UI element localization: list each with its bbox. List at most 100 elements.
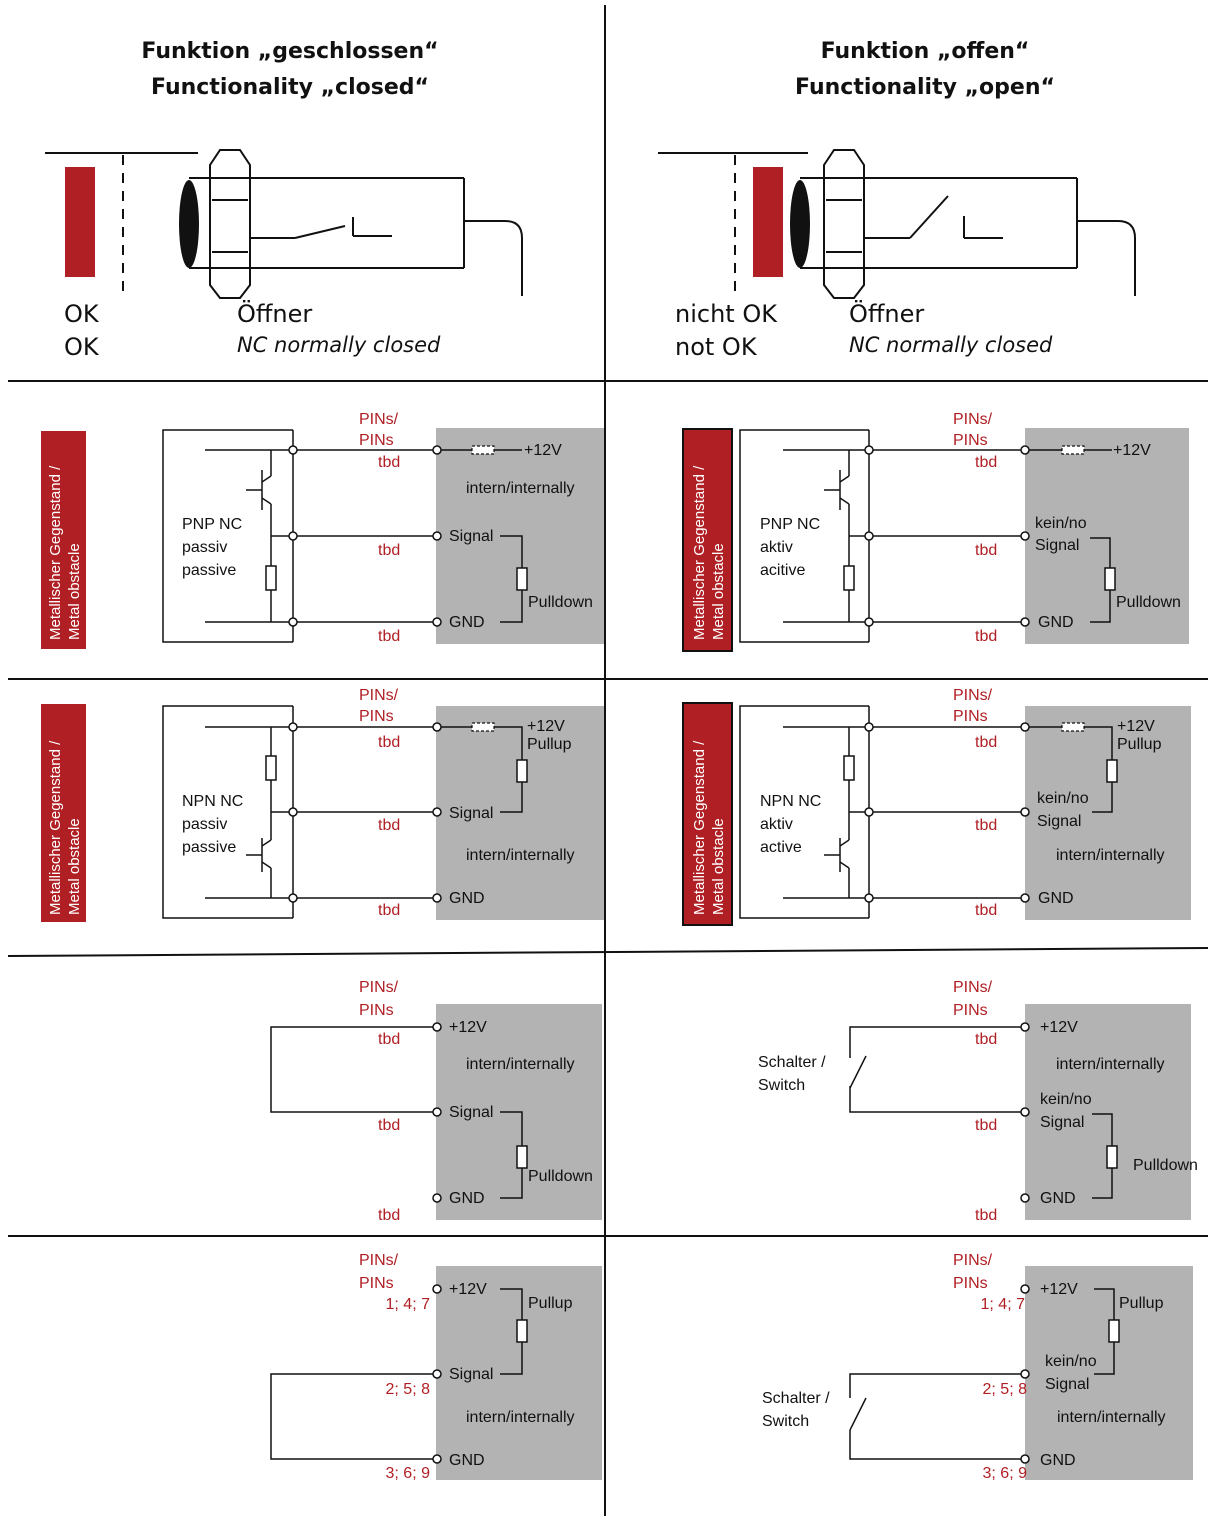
label-signal: Signal bbox=[449, 528, 493, 545]
pin-tbd-12v: tbd bbox=[975, 454, 997, 471]
obstacle-label-box bbox=[682, 702, 733, 926]
pin-tbd-signal: tbd bbox=[975, 1117, 997, 1134]
bridge-pullup-circuit-left: PINs/ PINs 1; 4; 7 2; 5; 8 3; 6; 9 +12V … bbox=[270, 1252, 602, 1482]
obstacle-label-en: Metal obstacle bbox=[66, 543, 83, 640]
label-internal: intern/internally bbox=[466, 1409, 575, 1426]
obstacle-label-de: Metallischer Gegenstand / bbox=[691, 465, 708, 640]
header-right-line2: Functionality „open“ bbox=[795, 75, 1055, 100]
internal-box bbox=[1025, 1266, 1193, 1480]
target-block-left bbox=[65, 167, 95, 277]
label-12v: +12V bbox=[449, 1019, 487, 1036]
pin-tbd-12v: tbd bbox=[975, 1031, 997, 1048]
pins-label-2: PINs bbox=[953, 708, 988, 725]
status-en-left: OK bbox=[64, 333, 100, 361]
label-internal: intern/internally bbox=[466, 847, 575, 864]
label-pulldown: Pulldown bbox=[1133, 1157, 1198, 1174]
label-pullup: Pullup bbox=[1117, 736, 1162, 753]
switch-label-en: Switch bbox=[758, 1077, 805, 1094]
pins-label: PINs/ bbox=[359, 1252, 399, 1269]
type-de-left: Öffner bbox=[237, 299, 312, 328]
pin-tbd-signal: tbd bbox=[378, 542, 400, 559]
pin-tbd-gnd: tbd bbox=[975, 1207, 997, 1224]
pins-label: PINs/ bbox=[359, 979, 399, 996]
label-gnd: GND bbox=[1040, 1452, 1076, 1469]
sensor-illustration-right: nicht OK not OK Öffner NC normally close… bbox=[658, 149, 1136, 361]
pin-number-gnd: 3; 6; 9 bbox=[983, 1465, 1028, 1482]
pnp-circuit-right: Metallischer Gegenstand / Metal obstacle… bbox=[682, 411, 1189, 652]
pin-tbd-12v: tbd bbox=[378, 454, 400, 471]
label-pulldown: Pulldown bbox=[1116, 594, 1181, 611]
switch-pullup-circuit-right: PINs/ PINs 1; 4; 7 2; 5; 8 3; 6; 9 +12V … bbox=[762, 1252, 1193, 1482]
sensor-illustration-left: OK OK Öffner NC normally closed bbox=[45, 149, 523, 361]
circuit-mode-en: active bbox=[760, 839, 802, 856]
pin-tbd-signal: tbd bbox=[975, 542, 997, 559]
internal-box bbox=[1025, 706, 1191, 920]
header-right-line1: Funktion „offen“ bbox=[821, 39, 1030, 64]
pin-number-12v: 1; 4; 7 bbox=[981, 1296, 1026, 1313]
circuit-mode-de: passiv bbox=[182, 539, 227, 556]
pin-tbd-12v: tbd bbox=[378, 734, 400, 751]
label-internal: intern/internally bbox=[1057, 1409, 1166, 1426]
circuit-type: PNP NC bbox=[760, 516, 820, 533]
switch-symbol bbox=[849, 1397, 867, 1431]
pins-label: PINs/ bbox=[953, 687, 993, 704]
label-12v: +12V bbox=[1040, 1019, 1078, 1036]
circuit-type: PNP NC bbox=[182, 516, 242, 533]
label-12v: +12V bbox=[1117, 718, 1155, 735]
label-12v: +12V bbox=[524, 442, 562, 459]
type-en-right: NC normally closed bbox=[849, 333, 1053, 357]
status-de-left: OK bbox=[64, 300, 100, 328]
pins-label-2: PINs bbox=[359, 432, 394, 449]
label-signal: Signal bbox=[449, 805, 493, 822]
circuit-type: NPN NC bbox=[182, 793, 243, 810]
label-signal: Signal bbox=[1037, 813, 1081, 830]
pins-label-2: PINs bbox=[953, 1002, 988, 1019]
pin-number-gnd: 3; 6; 9 bbox=[386, 1465, 431, 1482]
pins-label-2: PINs bbox=[953, 1275, 988, 1292]
status-de-right: nicht OK bbox=[675, 300, 778, 328]
switch-label-en: Switch bbox=[762, 1413, 809, 1430]
npn-circuit-left: Metallischer Gegenstand / Metal obstacle… bbox=[41, 687, 604, 922]
status-en-right: not OK bbox=[675, 333, 758, 361]
label-gnd: GND bbox=[449, 1190, 485, 1207]
label-no: kein/no bbox=[1045, 1353, 1097, 1370]
pin-tbd-signal: tbd bbox=[378, 817, 400, 834]
bridge-circuit-left: PINs/ PINs tbd tbd tbd +12V intern/inter… bbox=[270, 979, 602, 1224]
pins-label: PINs/ bbox=[359, 687, 399, 704]
label-signal: Signal bbox=[1035, 537, 1079, 554]
internal-box bbox=[436, 1266, 602, 1480]
label-pullup: Pullup bbox=[528, 1295, 573, 1312]
circuit-mode-de: aktiv bbox=[760, 539, 793, 556]
label-no: kein/no bbox=[1037, 790, 1089, 807]
label-pulldown: Pulldown bbox=[528, 1168, 593, 1185]
label-signal: Signal bbox=[1040, 1114, 1084, 1131]
pin-tbd-gnd: tbd bbox=[975, 628, 997, 645]
label-gnd: GND bbox=[449, 890, 485, 907]
circuit-mode-en: passive bbox=[182, 562, 236, 579]
label-pulldown: Pulldown bbox=[528, 594, 593, 611]
label-gnd: GND bbox=[1038, 614, 1074, 631]
target-block-right bbox=[753, 167, 783, 277]
type-en-left: NC normally closed bbox=[237, 333, 441, 357]
obstacle-label-en: Metal obstacle bbox=[710, 818, 727, 915]
label-internal: intern/internally bbox=[1056, 1056, 1165, 1073]
obstacle-label-box bbox=[41, 431, 86, 649]
internal-box bbox=[436, 706, 604, 920]
label-pullup: Pullup bbox=[527, 736, 572, 753]
label-no: kein/no bbox=[1040, 1091, 1092, 1108]
circuit-mode-de: aktiv bbox=[760, 816, 793, 833]
obstacle-label-de: Metallischer Gegenstand / bbox=[47, 740, 64, 915]
label-no: kein/no bbox=[1035, 515, 1087, 532]
switch-label-de: Schalter / bbox=[758, 1054, 826, 1071]
switch-label-de: Schalter / bbox=[762, 1390, 830, 1407]
label-gnd: GND bbox=[1038, 890, 1074, 907]
switch-circuit-right: PINs/ PINs tbd tbd tbd +12V intern/inter… bbox=[758, 979, 1198, 1224]
circuit-mode-en: acitive bbox=[760, 562, 805, 579]
obstacle-label-de: Metallischer Gegenstand / bbox=[691, 740, 708, 915]
pin-number-signal: 2; 5; 8 bbox=[983, 1381, 1028, 1398]
pin-tbd-gnd: tbd bbox=[378, 628, 400, 645]
pins-label: PINs/ bbox=[953, 979, 993, 996]
pins-label-2: PINs bbox=[953, 432, 988, 449]
row-divider-3 bbox=[7, 947, 1209, 957]
